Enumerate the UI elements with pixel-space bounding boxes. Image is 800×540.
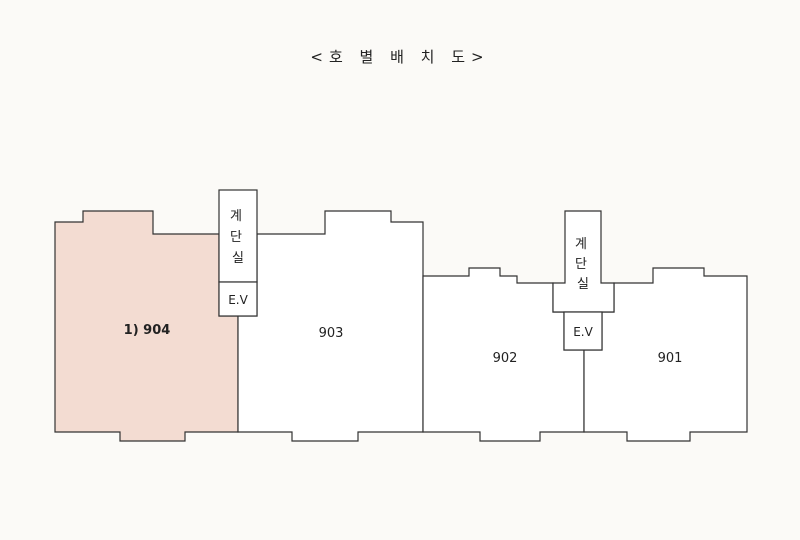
stair-left-label: 계 단 실	[230, 209, 246, 266]
stair-right-label: 계 단 실	[575, 237, 591, 292]
stair-right	[552, 210, 615, 313]
unit-label-903: 903	[319, 326, 344, 341]
ev-left	[218, 281, 258, 317]
ev-left-label: E.V	[228, 293, 248, 307]
ev-right-label: E.V	[573, 325, 593, 339]
unit-903[interactable]	[237, 210, 424, 442]
unit-label-901: 901	[658, 351, 683, 366]
unit-label-902: 902	[493, 351, 518, 366]
page-title: <호 별 배 치 도>	[310, 48, 490, 66]
ev-right	[563, 311, 603, 351]
unit-label-904: 1) 904	[124, 323, 171, 338]
